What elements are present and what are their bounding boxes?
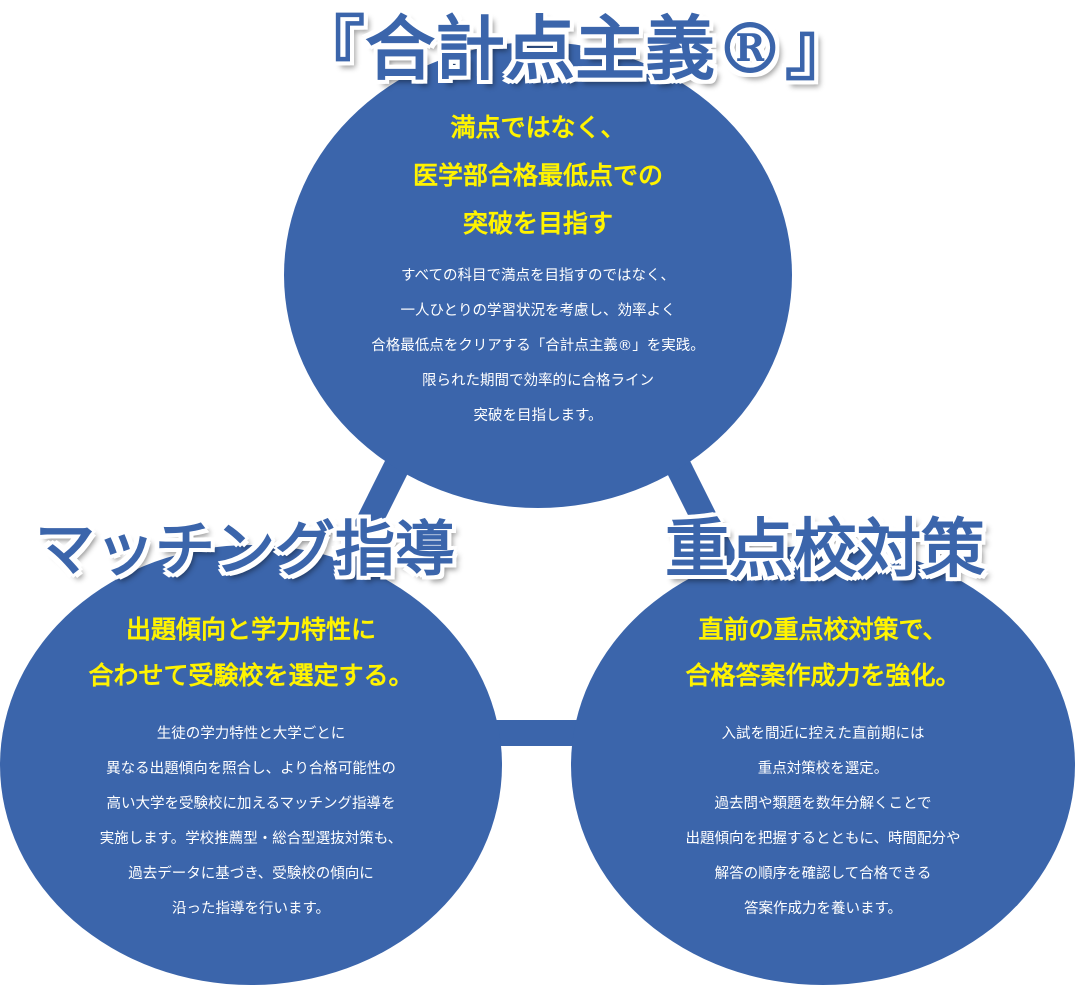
- body-priority-school: 入試を間近に控えた直前期には 重点対策校を選定。 過去問や類題を数年分解くことで…: [685, 726, 961, 917]
- body-total-score: すべての科目で満点を目指すのではなく、 一人ひとりの学習状況を考慮し、効率よく …: [371, 268, 705, 424]
- tagline-total-score: 満点ではなく、 医学部合格最低点での 突破を目指す: [412, 113, 663, 238]
- title-matching-guidance: マッチング指導: [34, 514, 456, 586]
- circle-matching-guidance: [0, 545, 502, 985]
- circle-total-score: [284, 42, 792, 508]
- tagline-priority-school: 直前の重点校対策で、 合格答案作成力を強化。: [685, 615, 961, 690]
- title-priority-school: 重点校対策: [664, 511, 986, 588]
- title-total-score: 『合計点主義®』: [294, 6, 856, 91]
- circle-priority-school: [571, 545, 1075, 985]
- tagline-matching-guidance: 出題傾向と学力特性に 合わせて受験校を選定する。: [88, 615, 414, 690]
- body-matching-guidance: 生徒の学力特性と大学ごとに 異なる出題傾向を照合し、より合格可能性の 高い大学を…: [99, 726, 403, 917]
